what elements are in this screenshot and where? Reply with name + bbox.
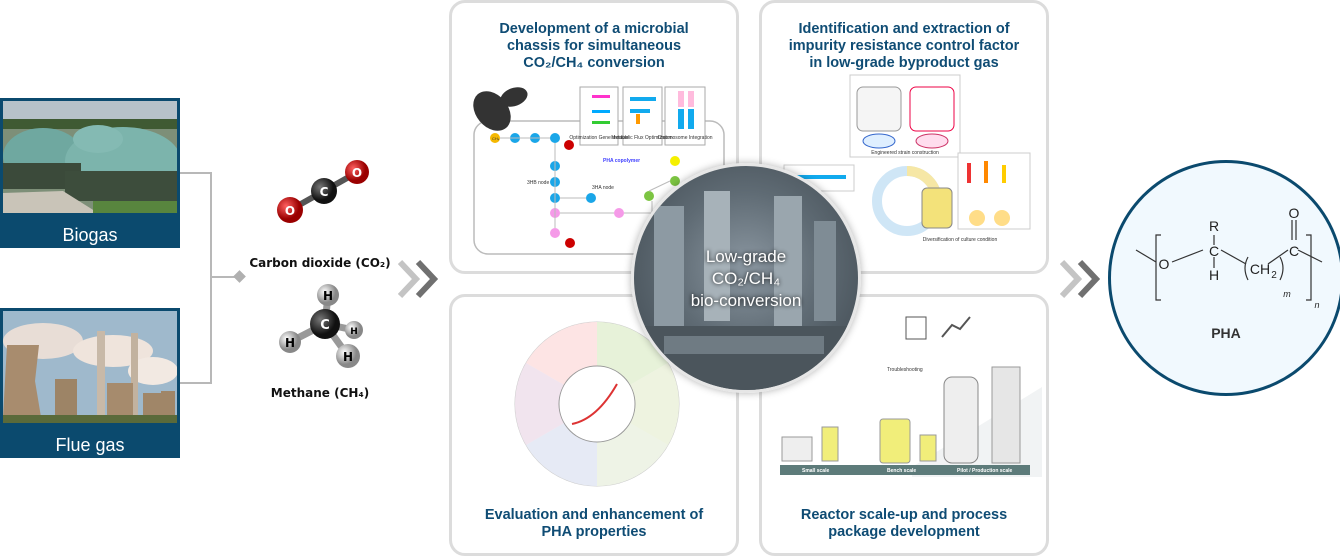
svg-text:H: H	[343, 350, 353, 364]
svg-text:n: n	[1314, 300, 1319, 310]
strain-construction-figure: Engineered strain construction Diversifi…	[783, 74, 1031, 243]
svg-text:C: C	[1289, 243, 1299, 259]
svg-text:H: H	[285, 336, 295, 350]
co2-molecule-icon: O C O	[277, 160, 369, 223]
box-label: Optimization Gene module	[569, 135, 628, 141]
svg-text:Engineered strain construction: Engineered strain construction	[871, 150, 939, 156]
svg-text:O: O	[1289, 205, 1300, 221]
biogas-label: Biogas	[62, 225, 118, 245]
svg-text:Troubleshooting: Troubleshooting	[887, 367, 923, 373]
flue-gas-label: Flue gas	[55, 435, 125, 455]
svg-text:PHA copolymer: PHA copolymer	[603, 158, 640, 164]
biogas-card: Biogas	[0, 98, 181, 248]
svg-text:O: O	[1159, 256, 1170, 272]
svg-text:3HA node: 3HA node	[592, 185, 614, 191]
svg-text:H: H	[323, 289, 333, 303]
biogas-photo	[3, 101, 181, 213]
svg-text:CH₄: CH₄	[492, 136, 500, 141]
source-connector	[180, 172, 246, 384]
metabolic-pathway-figure: Optimization Gene module Metabolic Flux …	[473, 86, 725, 255]
svg-text:Diversification of culture con: Diversification of culture condition	[923, 237, 998, 243]
svg-text:H: H	[350, 327, 358, 337]
svg-text:3HB node: 3HB node	[527, 180, 549, 186]
svg-text:m: m	[1283, 289, 1291, 299]
flue-gas-card: Flue gas	[0, 308, 180, 458]
svg-text:CH: CH	[1250, 261, 1270, 277]
svg-text:Chromosome Integration: Chromosome Integration	[657, 135, 712, 141]
scale-label: Small scale	[802, 468, 829, 474]
pha-label: PHA	[1211, 325, 1241, 341]
pha-chemical-structure: R O C H CH 2 C O m n PHA	[1135, 205, 1323, 341]
scale-up-figure: Troubleshooting Small scale Bench scale …	[780, 316, 1042, 477]
ch4-molecule-icon: H C H H H	[279, 284, 363, 368]
svg-text:C: C	[1209, 243, 1219, 259]
svg-text:Metabolic Flux Optimization: Metabolic Flux Optimization	[611, 135, 673, 141]
svg-text:C: C	[320, 185, 329, 199]
chevron-right-icon	[398, 259, 439, 299]
factory-photo	[634, 191, 858, 390]
svg-text:O: O	[352, 166, 362, 180]
chevron-right-icon	[1060, 259, 1101, 299]
svg-text:C: C	[320, 318, 330, 333]
pha-structure-circle: R O C H CH 2 C O m n PHA	[1108, 160, 1340, 396]
co2-atom-o: O	[285, 204, 295, 218]
co2-label: Carbon dioxide (CO₂)	[249, 256, 391, 270]
svg-text:Bench scale: Bench scale	[887, 468, 916, 474]
ch4-label: Methane (CH₄)	[270, 386, 370, 400]
svg-text:H: H	[1209, 267, 1219, 283]
svg-text:Pilot / Production scale: Pilot / Production scale	[957, 468, 1013, 474]
svg-text:2: 2	[1271, 270, 1277, 281]
flue-gas-photo	[3, 311, 178, 423]
svg-text:R: R	[1209, 218, 1219, 234]
